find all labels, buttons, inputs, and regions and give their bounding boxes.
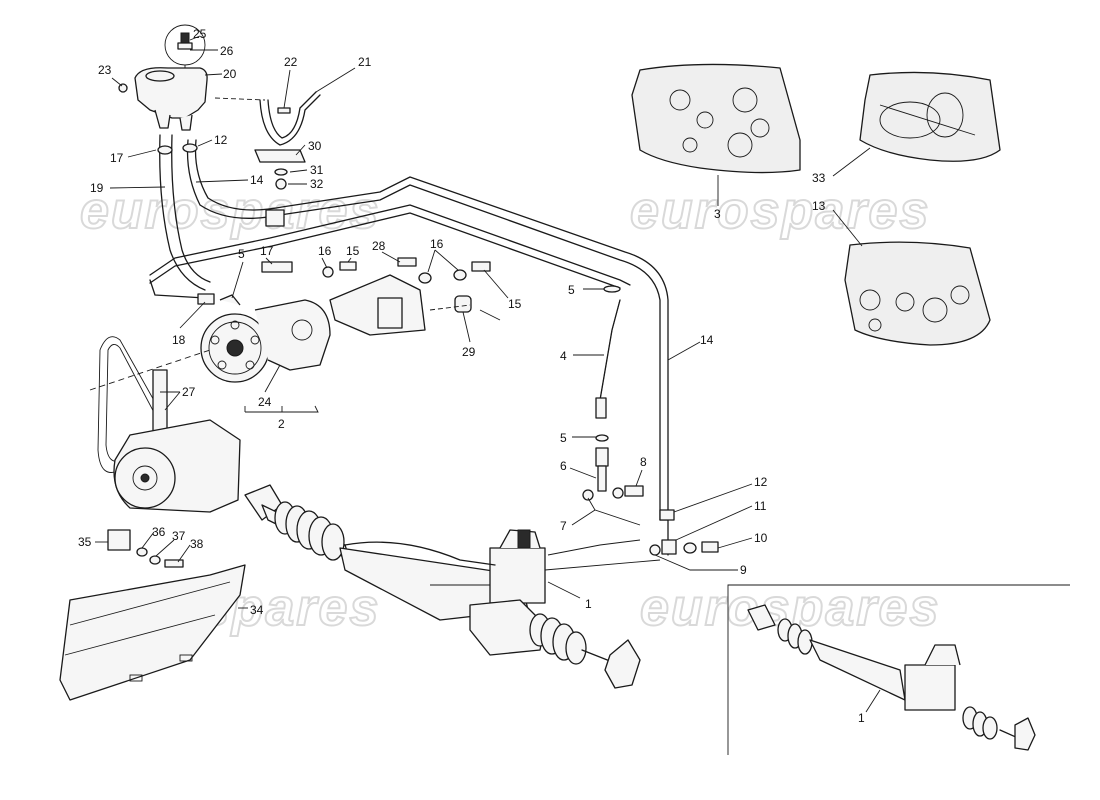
callout-20: 20: [223, 67, 237, 81]
reservoir-hoses: [149, 134, 669, 521]
fluid-reservoir: [118, 24, 208, 131]
right-bellows: [529, 613, 587, 665]
repair-kit-33: [859, 71, 1001, 162]
callout-12-top: 12: [214, 133, 228, 147]
reservoir-bracket: [214, 91, 321, 190]
callout-35: 35: [78, 535, 92, 549]
callout-30: 30: [308, 139, 322, 153]
watermark-top-right: eurospares: [630, 182, 930, 240]
callout-1-main: 1: [585, 597, 592, 611]
callout-7: 7: [560, 519, 567, 533]
callout-33: 33: [812, 171, 826, 185]
callout-17-pump: 17: [260, 244, 274, 258]
callout-labels: 25 26 20 23 22 21 17 12 19 14 30 31 32 5…: [78, 27, 865, 725]
callout-19: 19: [90, 181, 104, 195]
pump-bracket: [322, 257, 501, 336]
left-bellows: [274, 501, 345, 561]
callout-6: 6: [560, 459, 567, 473]
callout-16-left: 16: [318, 244, 332, 258]
callout-11: 11: [754, 499, 767, 513]
callout-38: 38: [190, 537, 204, 551]
watermark-group: eurospares eurospares eurospares eurospa…: [79, 181, 939, 638]
callout-2: 2: [278, 417, 285, 431]
callout-10: 10: [754, 531, 768, 545]
callout-17-top: 17: [110, 151, 124, 165]
belt-and-alternator: [89, 336, 241, 513]
steering-rack: [244, 484, 641, 689]
callout-29: 29: [462, 345, 476, 359]
callout-25: 25: [193, 27, 207, 41]
callout-5-upper: 5: [568, 283, 575, 297]
callout-37: 37: [172, 529, 186, 543]
callout-9: 9: [740, 563, 747, 577]
pressure-hose: [544, 285, 719, 571]
leader-lines: [95, 35, 881, 713]
callout-31: 31: [310, 163, 324, 177]
callout-15-right: 15: [508, 297, 522, 311]
callout-12-right: 12: [754, 475, 768, 489]
callout-26: 26: [220, 44, 234, 58]
callout-8: 8: [640, 455, 647, 469]
callout-34: 34: [250, 603, 264, 617]
repair-kit-3: [631, 63, 801, 174]
callout-27: 27: [182, 385, 196, 399]
watermark-top-left: eurospares: [80, 182, 380, 240]
callout-1-inset: 1: [858, 711, 865, 725]
callout-5-pump: 5: [238, 247, 245, 261]
callout-18: 18: [172, 333, 186, 347]
callout-3: 3: [714, 207, 721, 221]
callout-16-right: 16: [430, 237, 444, 251]
callout-15-left: 15: [346, 244, 360, 258]
callout-4: 4: [560, 349, 567, 363]
callout-32: 32: [310, 177, 324, 191]
repair-kit-13: [844, 241, 991, 346]
callout-5-lower: 5: [560, 431, 567, 445]
heat-shield: [59, 529, 246, 701]
callout-28: 28: [372, 239, 386, 253]
callout-14-right: 14: [700, 333, 714, 347]
callout-24: 24: [258, 395, 272, 409]
callout-23: 23: [98, 63, 112, 77]
steering-pump: [197, 261, 331, 383]
callout-21: 21: [358, 55, 372, 69]
callout-36: 36: [152, 525, 166, 539]
callout-22: 22: [284, 55, 298, 69]
callout-14-top: 14: [250, 173, 264, 187]
callout-13: 13: [812, 199, 826, 213]
inset-rack-variant: [727, 584, 1070, 755]
